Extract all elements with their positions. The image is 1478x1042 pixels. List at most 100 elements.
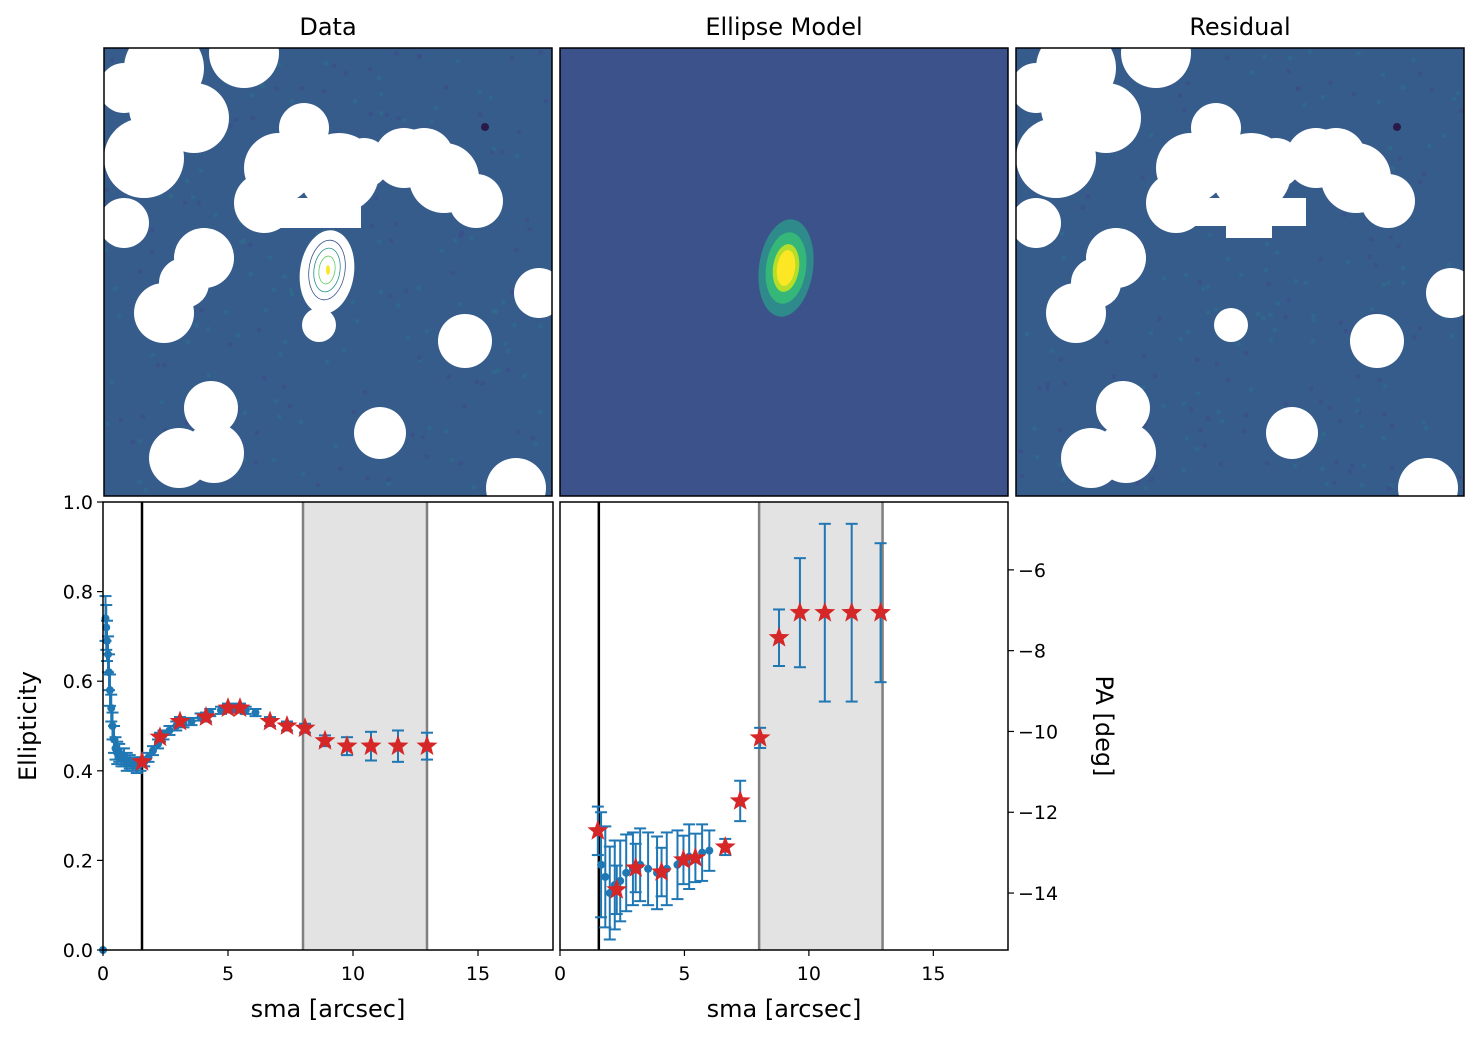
noise-pixel: [1443, 315, 1448, 320]
noise-pixel: [283, 339, 288, 344]
noise-pixel: [1185, 436, 1189, 441]
noise-pixel: [1196, 391, 1201, 396]
noise-pixel: [474, 379, 479, 384]
source-mask: [184, 381, 238, 435]
noise-pixel: [451, 271, 456, 275]
source-mask: [449, 174, 503, 228]
noise-pixel: [386, 481, 391, 486]
source-mask: [99, 198, 149, 248]
fit-star-marker: [149, 726, 171, 747]
fit-star-marker: [294, 717, 316, 738]
noise-pixel: [198, 168, 203, 173]
noise-pixel: [241, 239, 246, 243]
noise-pixel: [1220, 419, 1225, 423]
noise-pixel: [1321, 432, 1326, 437]
noise-pixel: [1447, 262, 1452, 267]
noise-pixel: [1060, 231, 1065, 236]
noise-pixel: [1442, 133, 1447, 138]
fit-star-marker: [749, 726, 771, 747]
noise-pixel: [1337, 418, 1342, 423]
noise-pixel: [1215, 361, 1220, 366]
fit-star-marker: [314, 729, 336, 750]
noise-pixel: [527, 227, 532, 232]
noise-pixel: [282, 274, 287, 279]
noise-pixel: [104, 248, 108, 252]
source-mask: [1361, 174, 1415, 228]
noise-pixel: [379, 289, 383, 294]
noise-pixel: [406, 335, 411, 340]
noise-pixel: [1348, 469, 1352, 474]
noise-pixel: [1351, 92, 1356, 96]
fit-star-marker: [714, 836, 736, 856]
noise-pixel: [1256, 312, 1261, 316]
noise-pixel: [514, 247, 519, 252]
noise-pixel: [1311, 317, 1316, 322]
noise-pixel: [1320, 466, 1325, 471]
noise-pixel: [158, 192, 163, 197]
noise-pixel: [1455, 91, 1460, 96]
fit-star-marker: [587, 819, 609, 840]
noise-pixel: [278, 352, 283, 357]
noise-pixel: [1338, 320, 1343, 325]
noise-pixel: [227, 342, 232, 347]
noise-pixel: [1421, 420, 1426, 425]
noise-pixel: [260, 84, 265, 89]
data-point: [601, 872, 610, 881]
source-mask: [1046, 283, 1106, 343]
fit-star-marker: [651, 861, 672, 881]
noise-pixel: [1452, 97, 1457, 102]
noise-pixel: [242, 457, 247, 462]
noise-pixel: [1355, 409, 1360, 414]
noise-pixel: [323, 61, 328, 65]
noise-pixel: [1184, 273, 1188, 278]
noise-pixel: [444, 429, 449, 434]
noise-pixel: [1264, 268, 1269, 273]
fit-star-marker: [416, 735, 438, 756]
source-mask: [486, 458, 546, 518]
noise-pixel: [416, 54, 421, 59]
noise-pixel: [515, 430, 520, 434]
source-mask: [279, 198, 361, 228]
model-panel-title: Ellipse Model: [705, 13, 862, 41]
fit-star-marker: [673, 848, 694, 869]
noise-pixel: [248, 242, 253, 247]
data-point: [105, 668, 113, 677]
noise-pixel: [355, 319, 360, 324]
fit-star-marker: [336, 735, 358, 756]
noise-pixel: [249, 93, 254, 98]
noise-pixel: [1401, 265, 1406, 270]
noise-pixel: [1316, 438, 1321, 443]
noise-pixel: [1356, 398, 1361, 402]
fit-star-marker: [789, 601, 811, 622]
noise-pixel: [1412, 335, 1417, 340]
noise-pixel: [1386, 280, 1391, 285]
noise-pixel: [506, 349, 511, 353]
source-mask: [209, 18, 279, 88]
source-mask: [302, 308, 336, 342]
noise-pixel: [274, 86, 279, 91]
y-tick-label: 1.0: [63, 492, 93, 514]
noise-pixel: [271, 287, 276, 292]
data-point: [104, 650, 112, 659]
noise-pixel: [1429, 87, 1434, 92]
noise-pixel: [386, 477, 391, 482]
noise-pixel: [185, 178, 190, 183]
fit-star-marker: [387, 735, 409, 756]
noise-pixel: [439, 248, 444, 253]
noise-pixel: [150, 353, 155, 358]
noise-pixel: [338, 466, 343, 471]
noise-pixel: [501, 300, 505, 305]
noise-pixel: [1397, 156, 1402, 161]
noise-pixel: [1149, 331, 1154, 335]
noise-pixel: [104, 188, 109, 193]
noise-pixel: [1149, 477, 1154, 482]
noise-pixel: [1205, 285, 1210, 289]
noise-pixel: [1418, 71, 1423, 76]
data-point: [110, 735, 118, 744]
noise-pixel: [1141, 353, 1146, 358]
source-mask: [1398, 458, 1458, 518]
noise-pixel: [1327, 406, 1332, 411]
noise-pixel: [512, 322, 517, 327]
noise-pixel: [263, 308, 268, 313]
noise-pixel: [262, 376, 267, 381]
